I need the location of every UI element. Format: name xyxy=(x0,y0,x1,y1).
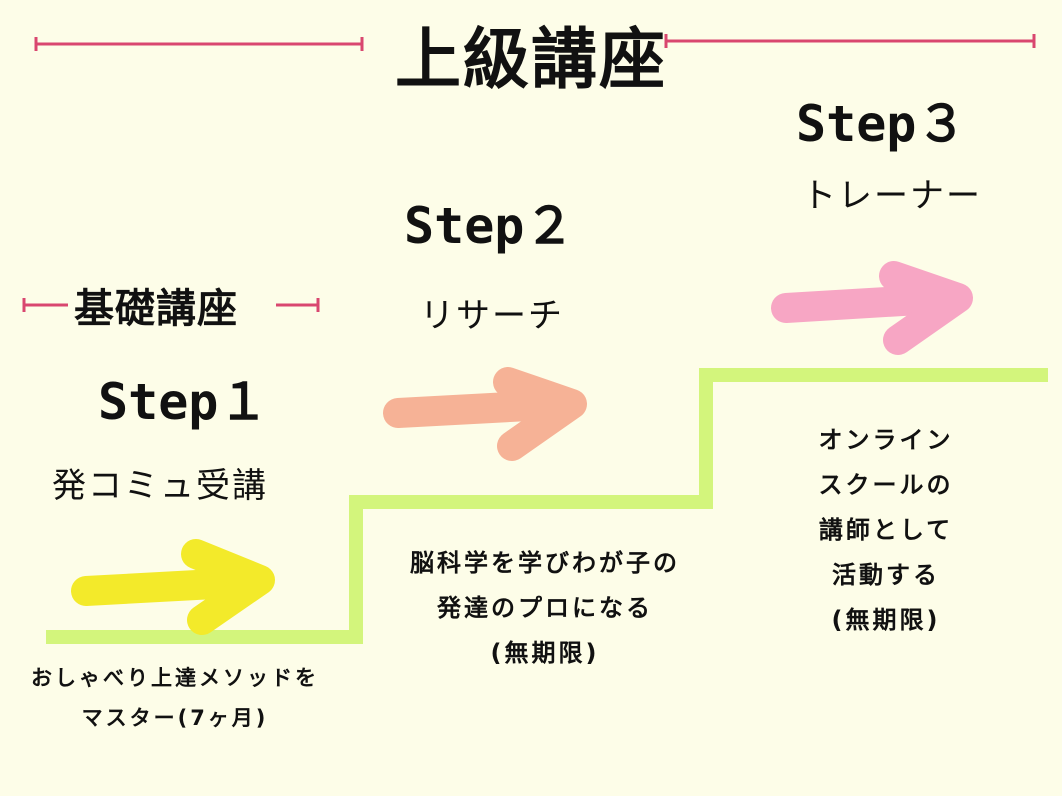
step3-description-line: スクールの xyxy=(818,471,954,499)
step2-name: リサーチ xyxy=(420,296,564,336)
arrow-icon-step2 xyxy=(383,367,587,461)
step3-description-line: 活動する xyxy=(832,561,940,589)
step2-description-line: 脳科学を学びわが子の xyxy=(410,549,680,577)
step1-label: Step１ xyxy=(98,373,269,431)
step1-name: 発コミュ受講 xyxy=(52,466,268,506)
step1-description-line: マスター(7ヶ月) xyxy=(81,706,269,730)
step3-description-line: オンライン xyxy=(818,426,954,454)
title-bracket-right xyxy=(664,34,1036,48)
step2-description-line: (無期限) xyxy=(490,639,600,667)
page-title: 上級講座 xyxy=(395,21,667,98)
step3-name: トレーナー xyxy=(802,176,982,216)
step2-label: Step２ xyxy=(404,197,575,255)
title-bracket-left xyxy=(34,37,364,51)
step1-description-line: おしゃべり上達メソッドを xyxy=(31,666,319,690)
arrow-icon-step3 xyxy=(771,261,973,355)
step3-description-line: (無期限) xyxy=(831,606,941,634)
step2-description: 脳科学を学びわが子の 発達のプロになる (無期限) xyxy=(370,541,720,676)
step3-description: オンライン スクールの 講師として 活動する (無期限) xyxy=(736,418,1036,643)
step3-label: Step３ xyxy=(796,95,967,153)
step2-description-line: 発達のプロになる xyxy=(437,594,653,622)
step3-description-line: 講師として xyxy=(818,516,954,544)
subtitle-bracket-right xyxy=(276,298,320,312)
staircase-line xyxy=(46,368,1048,644)
step1-description: おしゃべり上達メソッドを マスター(7ヶ月) xyxy=(0,658,350,738)
basic-course-label: 基礎講座 xyxy=(74,286,238,332)
subtitle-bracket-left xyxy=(22,298,68,312)
arrow-icon-step1 xyxy=(71,539,275,635)
